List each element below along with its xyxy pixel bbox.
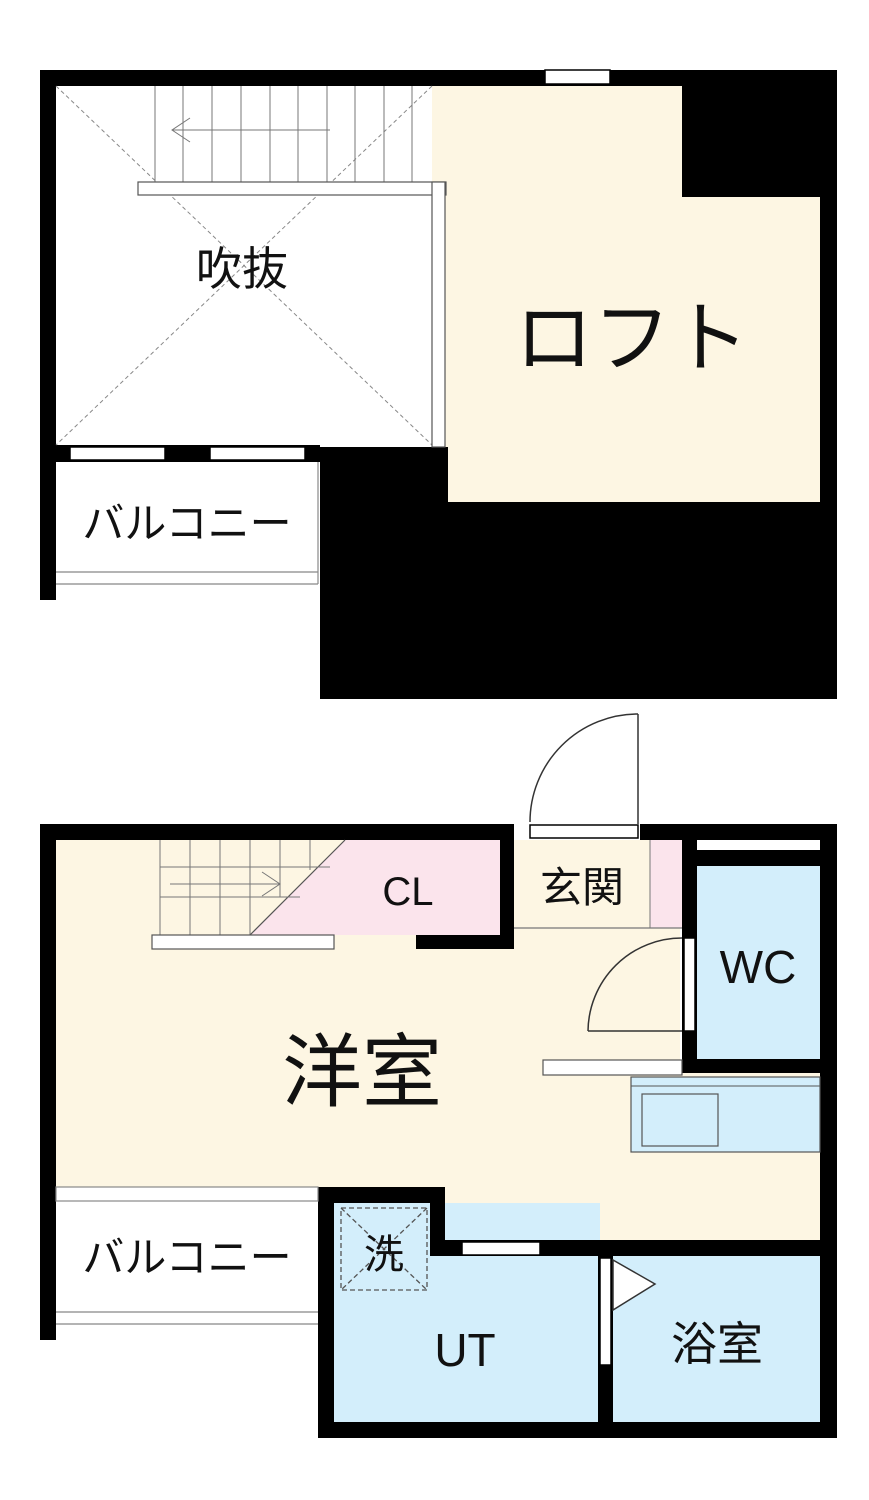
lower-balcony-label: バルコニー [82, 1234, 291, 1281]
toilet-label: WC [720, 941, 797, 993]
lower-bottom-wall [318, 1422, 837, 1438]
wc-bottom-wall [682, 1059, 837, 1073]
ut-top-wall-2 [430, 1187, 445, 1256]
lower-right-wall [820, 824, 837, 1438]
wc-door-panel [683, 937, 696, 1032]
lower-left-wall [40, 824, 56, 1340]
upper-balcony [56, 462, 319, 585]
upper-floor: 吹抜 ロフト バルコニー [40, 69, 837, 699]
toilet-room [697, 866, 820, 1059]
wc-door-swing [587, 937, 683, 1032]
void-area [55, 85, 447, 448]
upper-right-wall [820, 197, 837, 502]
balcony-window-2 [209, 446, 306, 461]
entrance-door [529, 713, 639, 824]
closet-wall-right [500, 824, 514, 949]
kitchen-counter [630, 1076, 821, 1153]
bath-door-mark [612, 1258, 657, 1312]
upper-top-wall [40, 70, 682, 86]
lower-floor: 洋室 CL 玄関 WC 洗 UT 浴室 バルコニー [40, 713, 837, 1438]
ut-top-wall [318, 1187, 445, 1203]
void-label: 吹抜 [196, 243, 288, 295]
wc-top-wall [682, 850, 837, 866]
bath-label: 浴室 [671, 1318, 763, 1370]
closet-wall-bottom [416, 935, 514, 949]
utility-room [334, 1203, 600, 1422]
loft-room [432, 86, 820, 502]
upper-stairs [154, 86, 413, 182]
lower-top-wall-right [640, 824, 837, 840]
entrance-pink [650, 840, 682, 928]
loft-label: ロフト [515, 294, 749, 382]
upper-corner-block [682, 70, 837, 197]
lower-stairs [159, 839, 346, 936]
bath-door-panel [599, 1257, 612, 1366]
entrance-label: 玄関 [540, 864, 624, 911]
upper-balcony-label: バルコニー [82, 500, 291, 547]
closet [250, 840, 500, 935]
stair-rail [151, 934, 335, 950]
upper-top-window [544, 69, 611, 85]
lower-balcony [55, 1186, 319, 1325]
upper-left-wall [40, 70, 56, 600]
upper-dead-space [320, 447, 837, 699]
main-room-label: 洋室 [282, 1028, 442, 1117]
closet-label: CL [382, 870, 433, 914]
entrance-door-sill [529, 824, 639, 839]
kitchen-shelf [542, 1059, 683, 1076]
washer-label: 洗 [364, 1233, 404, 1277]
kitchen-sink [641, 1093, 719, 1147]
ut-left-wall [318, 1187, 334, 1438]
washer-space [340, 1207, 428, 1291]
ut-window [461, 1241, 541, 1256]
void-rail-horizontal [137, 181, 447, 196]
lower-top-wall-left [40, 824, 514, 840]
kitchen-counter-top [630, 1076, 821, 1087]
balcony-window-1 [69, 446, 166, 461]
void-rail-vertical [431, 181, 446, 448]
utility-label: UT [434, 1324, 495, 1376]
